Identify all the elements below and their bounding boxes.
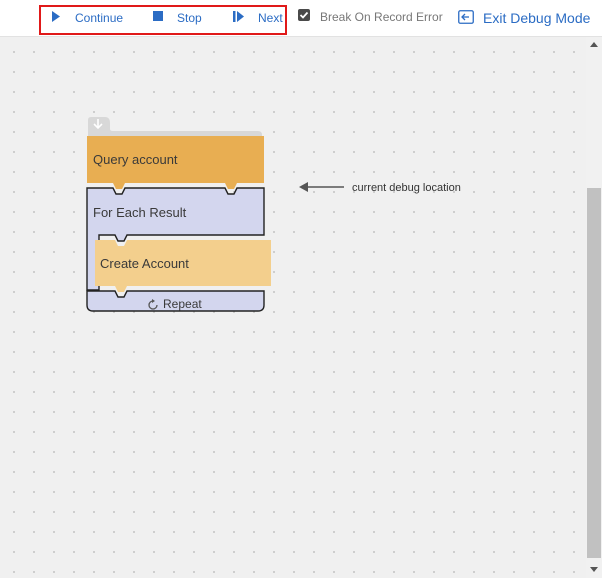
break-on-error-checkbox[interactable] <box>298 9 310 21</box>
play-icon <box>52 11 60 22</box>
annotation-text: current debug location <box>352 182 461 194</box>
check-icon <box>299 11 309 19</box>
create-account-block[interactable] <box>95 240 271 292</box>
start-hat <box>88 117 262 136</box>
create-account-label: Create Account <box>100 256 189 271</box>
exit-debug-mode-label: Exit Debug Mode <box>483 10 591 26</box>
scroll-down-arrow-icon[interactable] <box>590 567 598 572</box>
annotation-arrow-head <box>299 182 308 192</box>
scroll-thumb[interactable] <box>587 188 601 558</box>
next-label: Next <box>258 11 283 25</box>
for-each-label: For Each Result <box>93 205 187 220</box>
stop-label: Stop <box>177 11 202 25</box>
debug-toolbar: Continue Stop Next Break On Record Error… <box>0 0 602 37</box>
break-on-error-label: Break On Record Error <box>320 10 443 24</box>
exit-icon <box>458 10 474 24</box>
blocks-svg <box>86 117 344 312</box>
debug-controls-highlight <box>39 5 287 35</box>
stop-icon <box>153 11 163 21</box>
repeat-footer <box>86 290 265 312</box>
step-next-icon <box>233 11 244 22</box>
repeat-label: Repeat <box>163 297 202 311</box>
repeat-icon <box>148 299 158 310</box>
query-account-block[interactable] <box>87 136 264 189</box>
scroll-up-arrow-icon[interactable] <box>590 42 598 47</box>
for-each-block[interactable] <box>86 187 265 291</box>
vertical-scrollbar[interactable] <box>586 37 602 578</box>
continue-label: Continue <box>75 11 124 25</box>
query-account-label: Query account <box>93 152 178 167</box>
workspace-canvas[interactable]: Query account For Each Result Create Acc… <box>0 37 586 578</box>
down-arrow-icon <box>93 119 103 130</box>
